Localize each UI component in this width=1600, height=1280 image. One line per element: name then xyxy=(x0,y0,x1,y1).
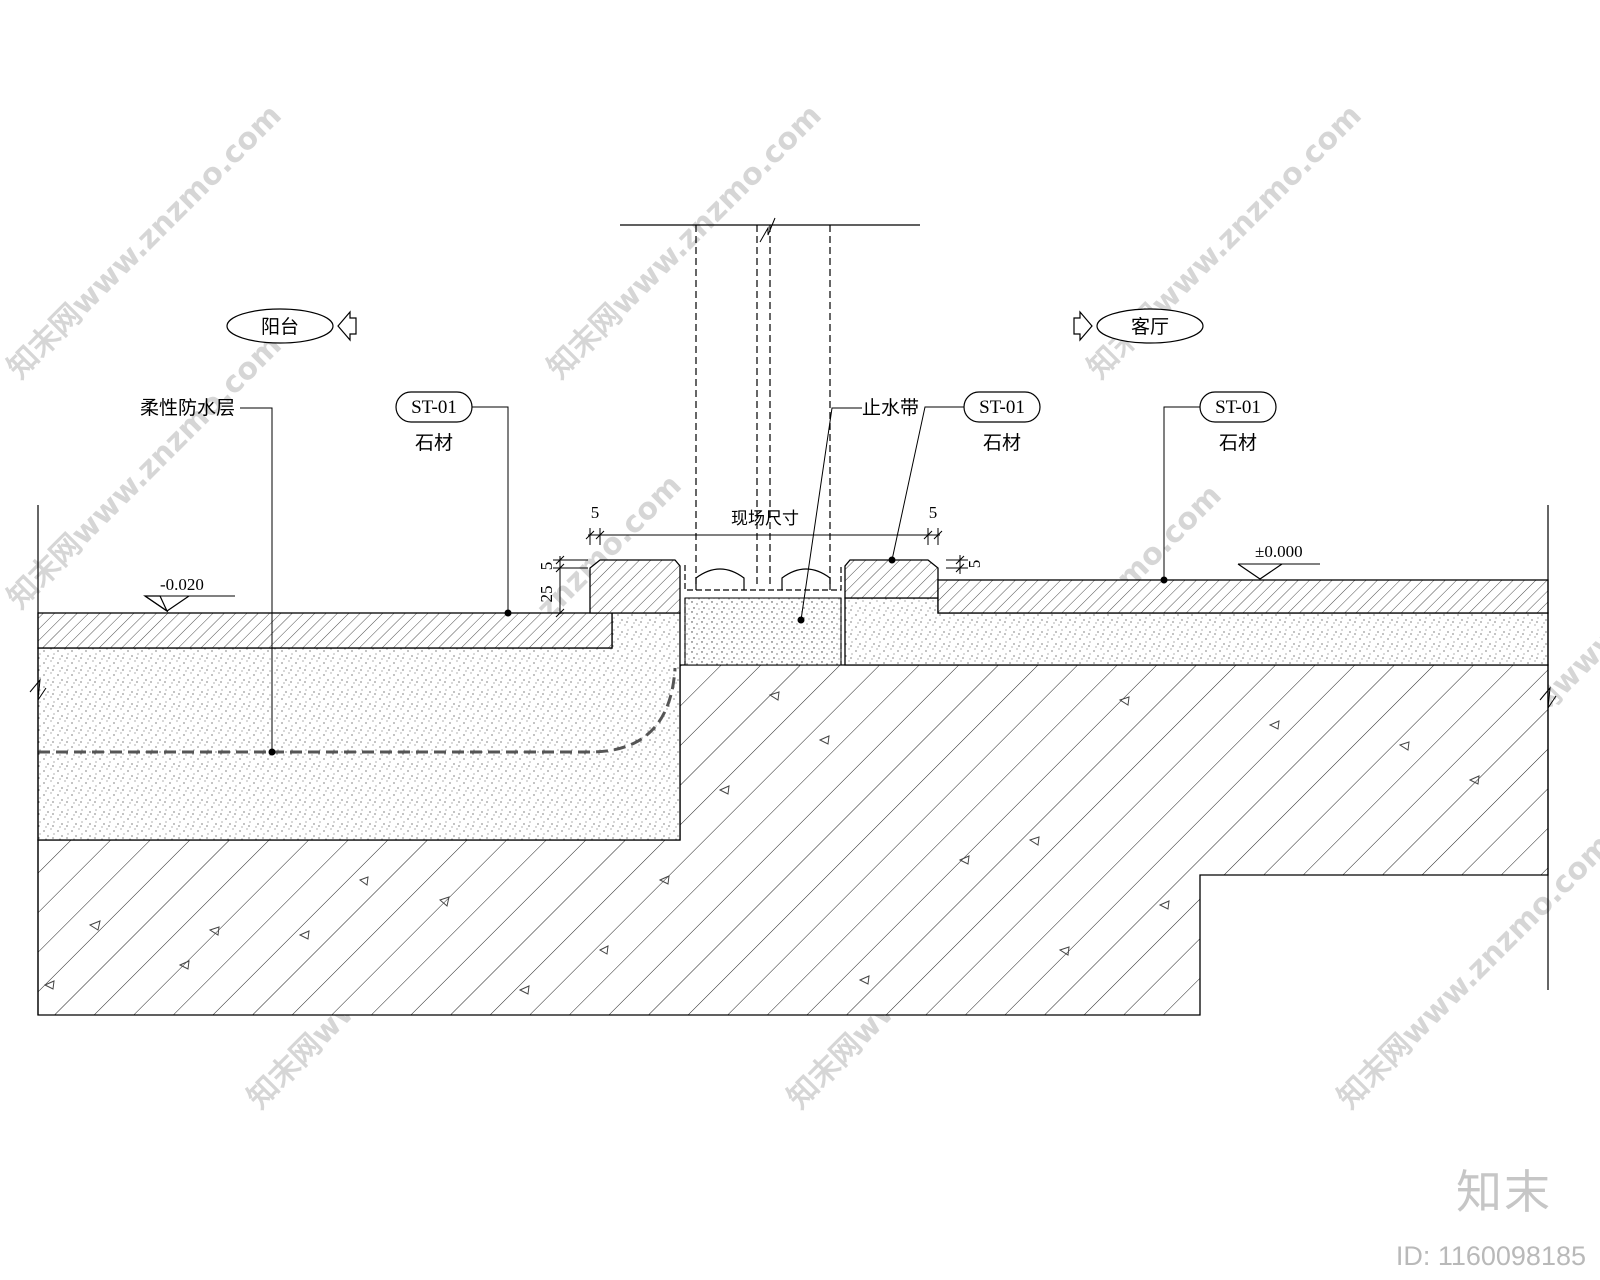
stone-tag-code: ST-01 xyxy=(979,397,1025,418)
flexible-waterproof-line xyxy=(38,667,677,754)
dimension-5-right: 5 xyxy=(929,503,938,522)
stone-tag-3: ST-01 石材 xyxy=(1160,391,1277,584)
stone-tag-material: 石材 xyxy=(415,432,453,454)
door-frame xyxy=(620,217,920,665)
level-mark-balcony: -0.020 xyxy=(143,575,235,613)
curb-stone-right xyxy=(844,559,939,599)
balcony-label: 阳台 xyxy=(261,316,299,338)
dimension-vertical-left xyxy=(553,555,588,618)
stone-tag-code: ST-01 xyxy=(1215,397,1261,418)
waterproof-leader: 柔性防水层 xyxy=(140,397,276,756)
dimension-5-vertical-right: 5 xyxy=(965,560,984,569)
living-stone xyxy=(937,579,1549,614)
watermark: 知末网www.znzmo.com xyxy=(541,98,829,386)
stone-tag-material: 石材 xyxy=(1219,432,1257,454)
stone-tag-1: ST-01 石材 xyxy=(395,391,512,617)
balcony-tag: 阳台 xyxy=(226,308,357,344)
waterstop-leader: 止水带 xyxy=(797,397,919,624)
level-mark-living: ±0.000 xyxy=(1237,542,1320,580)
waterstop-label: 止水带 xyxy=(862,397,919,419)
watermark-id: ID: 1160098185 xyxy=(1395,1241,1586,1271)
aggregate-marks xyxy=(43,691,1480,995)
watermark: 知末网www.znzmo.com xyxy=(1081,98,1369,386)
living-room-tag: 客厅 xyxy=(1073,308,1204,344)
arrow-left-icon xyxy=(337,310,357,342)
dimension-5-vertical: 5 xyxy=(537,562,556,571)
level-value: -0.020 xyxy=(160,575,204,594)
dimension-25-vertical: 25 xyxy=(537,586,556,603)
site-dimension-label: 现场尺寸 xyxy=(731,509,799,529)
break-mark xyxy=(1539,686,1557,709)
stone-tag-code: ST-01 xyxy=(411,397,457,418)
watermark: 知末网www.znzmo.com xyxy=(1,98,289,386)
stone-tag-material: 石材 xyxy=(983,432,1021,454)
level-value: ±0.000 xyxy=(1255,542,1303,561)
watermark-brand: 知末 xyxy=(1456,1165,1552,1219)
waterproof-label: 柔性防水层 xyxy=(140,397,235,419)
watermark: 知末网www.znzmo.com xyxy=(1,328,289,616)
dimension-vertical-right xyxy=(946,555,968,574)
break-mark xyxy=(29,678,47,701)
arrow-right-icon xyxy=(1073,310,1093,342)
stone-tag-2: ST-01 石材 xyxy=(888,391,1041,564)
joint-infill xyxy=(684,597,842,666)
curb-stone-left xyxy=(589,559,681,614)
dimension-site xyxy=(585,528,943,545)
dimension-5-left: 5 xyxy=(591,503,600,522)
balcony-stone xyxy=(37,612,613,649)
living-room-label: 客厅 xyxy=(1131,316,1169,338)
